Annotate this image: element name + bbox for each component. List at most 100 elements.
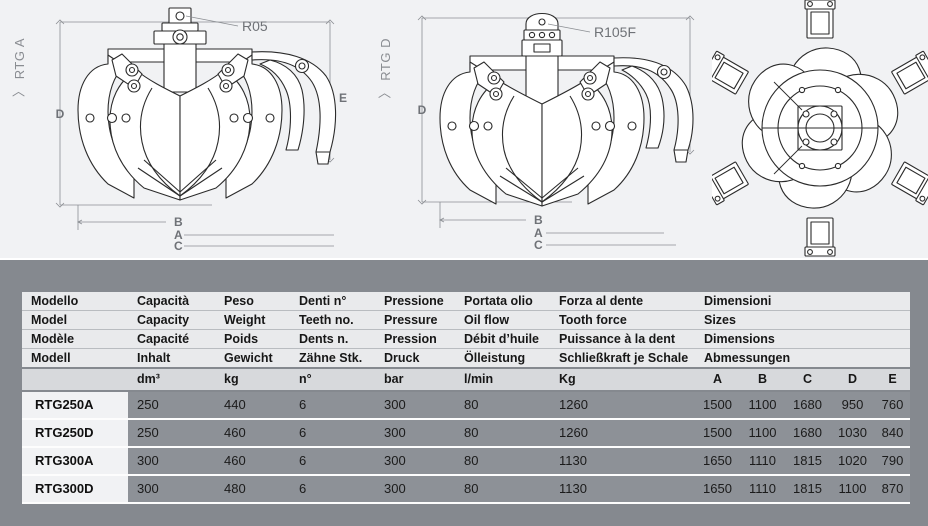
cell-dim-a: 1500 bbox=[695, 390, 740, 420]
unit-model bbox=[22, 368, 128, 392]
dim-label-d-a: D bbox=[56, 107, 65, 121]
hdr-oilflow-en: Oil flow bbox=[455, 310, 550, 330]
table-row[interactable]: RTG250D 250 460 6 300 80 1260 1500 1100 … bbox=[22, 418, 911, 448]
cell-toothforce: 1130 bbox=[550, 446, 695, 476]
callout-r05: R05 bbox=[242, 18, 268, 34]
hdr-toothforce-it: Forza al dente bbox=[550, 292, 695, 311]
unit-dim-e: E bbox=[875, 368, 911, 392]
header-row-english: Model Capacity Weight Teeth no. Pressure… bbox=[22, 310, 911, 330]
cell-toothforce: 1260 bbox=[550, 390, 695, 420]
hdr-capacity-en: Capacity bbox=[128, 310, 215, 330]
cell-oilflow: 80 bbox=[455, 474, 550, 504]
unit-dim-a: A bbox=[695, 368, 740, 392]
cell-model: RTG300A bbox=[22, 446, 128, 476]
units-row: dm³ kg n° bar l/min Kg A B C D E bbox=[22, 368, 911, 392]
cell-dim-d: 950 bbox=[830, 390, 875, 420]
cell-dim-c: 1815 bbox=[785, 474, 830, 504]
dim-label-b-d: B bbox=[534, 213, 543, 227]
view-label-rtg-d: 〉 RTG D bbox=[378, 38, 393, 99]
band-top-divider bbox=[0, 258, 928, 260]
table-row[interactable]: RTG300D 300 480 6 300 80 1130 1650 1110 … bbox=[22, 474, 911, 504]
cell-dim-a: 1650 bbox=[695, 474, 740, 504]
cell-toothforce: 1130 bbox=[550, 474, 695, 504]
cell-model: RTG250A bbox=[22, 390, 128, 420]
dim-label-b-a: B bbox=[174, 215, 183, 229]
technical-drawings-panel: 〉 RTG A 〉 RTG D D B A C E bbox=[0, 0, 928, 258]
header-row-italian: Modello Capacità Peso Denti n° Pressione… bbox=[22, 292, 911, 311]
hdr-model-it: Modello bbox=[22, 292, 128, 311]
cell-oilflow: 80 bbox=[455, 390, 550, 420]
cell-teeth: 6 bbox=[290, 446, 375, 476]
cell-oilflow: 80 bbox=[455, 446, 550, 476]
cell-weight: 480 bbox=[215, 474, 290, 504]
hdr-capacity-de: Inhalt bbox=[128, 348, 215, 369]
cell-model: RTG300D bbox=[22, 474, 128, 504]
cell-dim-b: 1110 bbox=[740, 446, 785, 476]
callout-r105f: R105F bbox=[594, 24, 636, 40]
hdr-oilflow-it: Portata olio bbox=[455, 292, 550, 311]
cell-capacity: 300 bbox=[128, 446, 215, 476]
hdr-pressure-de: Druck bbox=[375, 348, 455, 369]
cell-pressure: 300 bbox=[375, 390, 455, 420]
dim-label-e-a: E bbox=[339, 91, 347, 105]
dim-label-c-a: C bbox=[174, 239, 183, 253]
cell-capacity: 250 bbox=[128, 390, 215, 420]
unit-dim-d: D bbox=[830, 368, 875, 392]
cell-dim-e: 840 bbox=[875, 418, 911, 448]
specifications-table: Modello Capacità Peso Denti n° Pressione… bbox=[22, 292, 911, 504]
unit-oilflow: l/min bbox=[455, 368, 550, 392]
cell-dim-d: 1030 bbox=[830, 418, 875, 448]
hdr-weight-it: Peso bbox=[215, 292, 290, 311]
hdr-teeth-fr: Dents n. bbox=[290, 329, 375, 349]
cell-dim-a: 1650 bbox=[695, 446, 740, 476]
cell-dim-b: 1110 bbox=[740, 474, 785, 504]
cell-model: RTG250D bbox=[22, 418, 128, 448]
table-row[interactable]: RTG300A 300 460 6 300 80 1130 1650 1110 … bbox=[22, 446, 911, 476]
unit-weight: kg bbox=[215, 368, 290, 392]
header-row-french: Modèle Capacité Poids Dents n. Pression … bbox=[22, 329, 911, 349]
header-row-german: Modell Inhalt Gewicht Zähne Stk. Druck Ö… bbox=[22, 348, 911, 369]
unit-dim-b: B bbox=[740, 368, 785, 392]
cell-dim-d: 1020 bbox=[830, 446, 875, 476]
cell-oilflow: 80 bbox=[455, 418, 550, 448]
cell-weight: 460 bbox=[215, 418, 290, 448]
hdr-teeth-it: Denti n° bbox=[290, 292, 375, 311]
hdr-capacity-fr: Capacité bbox=[128, 329, 215, 349]
dim-label-a-a: A bbox=[174, 228, 183, 242]
hdr-weight-en: Weight bbox=[215, 310, 290, 330]
cell-dim-c: 1680 bbox=[785, 390, 830, 420]
hdr-sizes-it: Dimensioni bbox=[695, 292, 911, 311]
unit-pressure: bar bbox=[375, 368, 455, 392]
cell-pressure: 300 bbox=[375, 418, 455, 448]
hdr-sizes-fr: Dimensions bbox=[695, 329, 911, 349]
cell-weight: 460 bbox=[215, 446, 290, 476]
dim-label-d-d: D bbox=[418, 103, 427, 117]
dim-label-a-d: A bbox=[534, 226, 543, 240]
cell-capacity: 250 bbox=[128, 418, 215, 448]
hdr-pressure-en: Pressure bbox=[375, 310, 455, 330]
cell-toothforce: 1260 bbox=[550, 418, 695, 448]
hdr-model-en: Model bbox=[22, 310, 128, 330]
hdr-pressure-fr: Pression bbox=[375, 329, 455, 349]
cell-dim-e: 870 bbox=[875, 474, 911, 504]
hdr-toothforce-en: Tooth force bbox=[550, 310, 695, 330]
hdr-sizes-en: Sizes bbox=[695, 310, 911, 330]
cell-dim-b: 1100 bbox=[740, 390, 785, 420]
hdr-toothforce-de: Schließkraft je Schale bbox=[550, 348, 695, 369]
drawing-rtg-d: D B A C E bbox=[418, 12, 695, 252]
hdr-oilflow-de: Ölleistung bbox=[455, 348, 550, 369]
cell-dim-c: 1680 bbox=[785, 418, 830, 448]
cell-teeth: 6 bbox=[290, 418, 375, 448]
hdr-pressure-it: Pressione bbox=[375, 292, 455, 311]
hdr-capacity-it: Capacità bbox=[128, 292, 215, 311]
hdr-sizes-de: Abmessungen bbox=[695, 348, 911, 369]
cell-dim-e: 760 bbox=[875, 390, 911, 420]
drawing-top-view bbox=[712, 0, 928, 257]
table-row[interactable]: RTG250A 250 440 6 300 80 1260 1500 1100 … bbox=[22, 390, 911, 420]
cell-dim-b: 1100 bbox=[740, 418, 785, 448]
specifications-table-container: Modello Capacità Peso Denti n° Pressione… bbox=[22, 292, 911, 504]
cell-weight: 440 bbox=[215, 390, 290, 420]
dim-label-c-d: C bbox=[534, 238, 543, 252]
hdr-teeth-en: Teeth no. bbox=[290, 310, 375, 330]
hdr-model-de: Modell bbox=[22, 348, 128, 369]
